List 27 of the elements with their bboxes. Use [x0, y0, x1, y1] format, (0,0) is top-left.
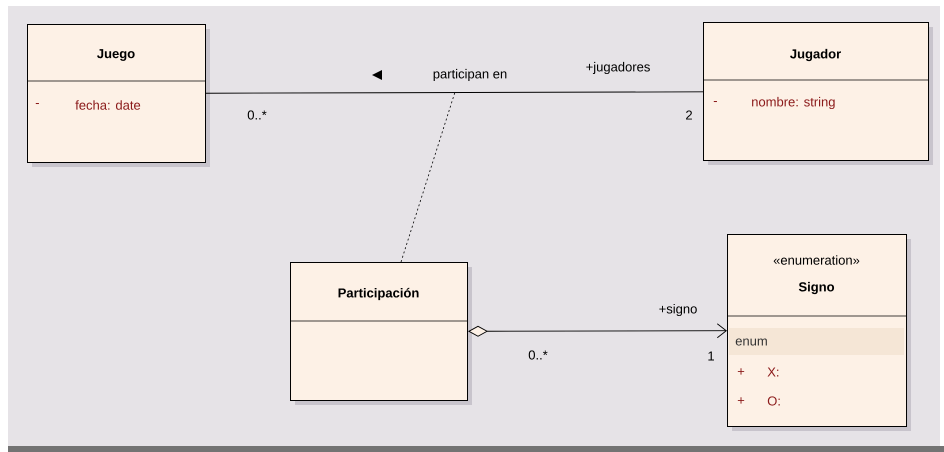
- multiplicity-label: +signo: [659, 304, 697, 316]
- class-name: Juego: [97, 49, 135, 61]
- edge-label: participan en: [432, 68, 508, 82]
- multiplicity-label: 0..*: [528, 350, 548, 360]
- attribute-text: X:: [768, 368, 778, 376]
- association-class-line: [400, 92, 456, 262]
- attribute-text: O:: [768, 396, 780, 406]
- multiplicity-label: 1: [708, 352, 714, 360]
- attribute-text: -: [36, 103, 39, 104]
- class-box: [26, 24, 210, 167]
- association-line: [206, 91, 704, 94]
- attribute-text: +: [738, 368, 744, 375]
- attribute-text: +: [738, 397, 744, 404]
- class-box: [702, 22, 934, 165]
- multiplicity-label: 0..*: [248, 110, 267, 120]
- class-name: Participación: [338, 288, 419, 300]
- class-name: Signo: [798, 282, 834, 294]
- class-name: Jugador: [790, 48, 841, 62]
- class-box: [290, 262, 472, 405]
- multiplicity-label: 2: [686, 110, 692, 120]
- stereotype-text: «enumeration»: [774, 255, 860, 265]
- class-box: [726, 234, 912, 431]
- attribute-text: nombre: string: [752, 96, 835, 110]
- attribute-text: -: [714, 101, 717, 102]
- section-label: enum: [736, 338, 767, 346]
- attribute-text: fecha: date: [75, 100, 140, 110]
- multiplicity-label: +jugadores: [586, 62, 650, 74]
